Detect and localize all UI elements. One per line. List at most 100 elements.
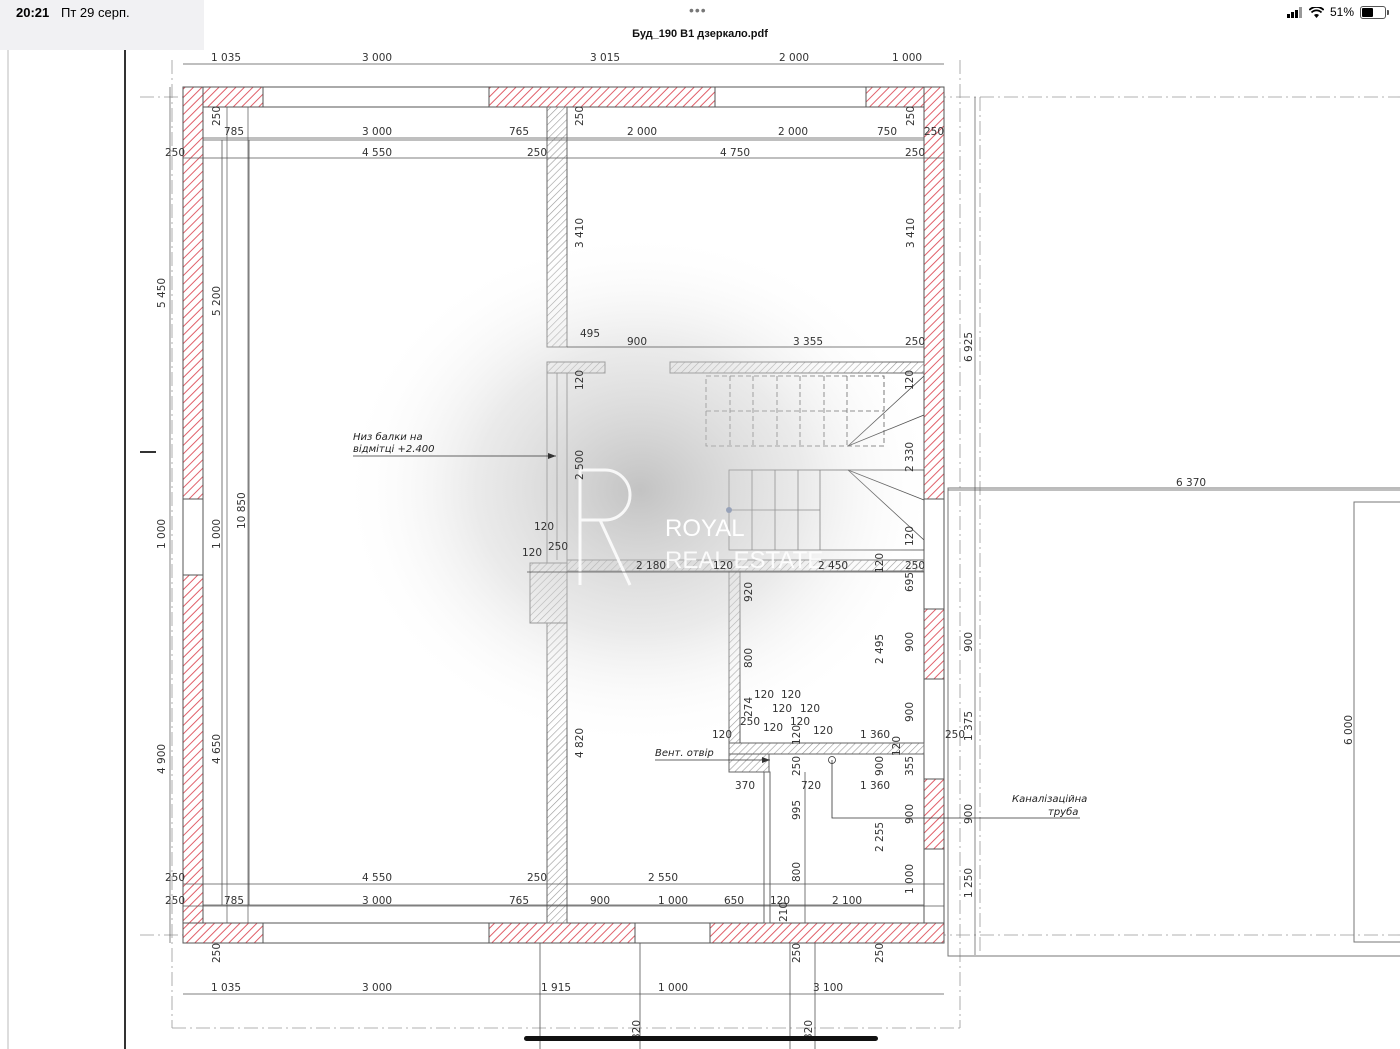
dims-bottom: 250 4 550 250 2 550 250 785 3 000 765 90… [165, 872, 886, 1040]
dim-text: 3 000 [362, 126, 392, 138]
dim-text: 4 550 [362, 872, 392, 884]
dim-text: 2 330 [904, 442, 916, 472]
sewer-pipe-marker [828, 756, 1080, 819]
dims-top: 1 035 3 000 3 015 2 000 1 000 250 785 3 … [165, 52, 944, 159]
dim-text: 120 [874, 553, 886, 573]
dim-text: 320 [631, 1020, 643, 1040]
dim-text: 900 [904, 702, 916, 722]
dim-text: 1 000 [658, 895, 688, 907]
floor-plan-drawing[interactable]: ROYAL REAL ESTATE 1 035 3 000 3 015 2 00… [0, 50, 1400, 1049]
document-title[interactable]: Буд_190 В1 дзеркало.pdf [632, 28, 768, 40]
dim-text: 250 [165, 895, 185, 907]
dim-text: 120 [781, 689, 801, 701]
dim-text: 765 [509, 895, 529, 907]
dim-text: 6 370 [1176, 477, 1206, 489]
dim-text: 250 [791, 943, 803, 963]
beam-note-line2: відмітці +2.400 [353, 443, 435, 455]
dim-text: 120 [534, 521, 554, 533]
dim-text: 3 410 [905, 218, 917, 248]
dim-text: 3 355 [793, 336, 823, 348]
dim-text: 3 000 [362, 982, 392, 994]
dim-text: 5 450 [156, 278, 168, 308]
home-indicator[interactable] [524, 1036, 878, 1041]
dims-left: 5 450 5 200 1 000 1 000 10 850 4 900 4 6… [156, 278, 248, 774]
dim-text: 4 650 [211, 734, 223, 764]
dim-text: 250 [874, 943, 886, 963]
dim-text: 2 495 [874, 634, 886, 664]
dim-text: 800 [791, 862, 803, 882]
dim-text: 2 000 [779, 52, 809, 64]
dim-text: 250 [165, 872, 185, 884]
dim-text: 900 [874, 756, 886, 776]
dim-text: 120 [891, 736, 903, 756]
dim-text: 2 255 [874, 822, 886, 852]
dim-text: 250 [905, 147, 925, 159]
dims-small-cluster: 120 120 274 120 120 250 120 120 120 120 … [712, 689, 833, 792]
dim-text: 1 035 [211, 52, 241, 64]
dim-text: 250 [527, 147, 547, 159]
dim-text: 2 000 [778, 126, 808, 138]
dim-text: 5 200 [211, 286, 223, 316]
dims-far-right: 6 370 6 000 [1176, 477, 1355, 745]
dim-text: 320 [803, 1020, 815, 1040]
dim-text: 900 [963, 632, 975, 652]
dim-text: 250 [211, 106, 223, 126]
annex-outline [947, 487, 1400, 957]
dim-text: 4 550 [362, 147, 392, 159]
dim-text: 1 360 [860, 729, 890, 741]
page-frame [7, 50, 156, 1049]
dim-text: 120 [772, 703, 792, 715]
battery-level-fill [1362, 7, 1373, 17]
dim-text: 120 [800, 703, 820, 715]
annotations: Низ балки на відмітці +2.400 Вент. отвір… [353, 431, 1087, 818]
dim-text: 2 000 [627, 126, 657, 138]
dim-text: 2 450 [818, 560, 848, 572]
dim-text: 785 [224, 895, 244, 907]
dim-text: 120 [574, 370, 586, 390]
dim-text: 765 [509, 126, 529, 138]
dim-text: 120 [904, 370, 916, 390]
dim-text: 274 [743, 697, 755, 717]
dim-text: 2 100 [832, 895, 862, 907]
status-left-area: 20:21 Пт 29 серп. [0, 0, 204, 50]
dim-text: 1 360 [860, 780, 890, 792]
dim-text: 800 [743, 648, 755, 668]
dim-text: 6 925 [963, 332, 975, 362]
dim-text: 3 015 [590, 52, 620, 64]
clock: 20:21 [16, 5, 50, 20]
watermark-glow [340, 230, 940, 750]
dim-text: 120 [522, 547, 542, 559]
beam-note-line1: Низ балки на [353, 431, 423, 443]
dim-text: 6 000 [1343, 715, 1355, 745]
battery-cap [1387, 9, 1389, 15]
dim-text: 900 [904, 632, 916, 652]
dim-text: 995 [791, 800, 803, 820]
watermark-line1: ROYAL [665, 515, 745, 542]
dim-text: 250 [945, 729, 965, 741]
dim-text: 1 000 [156, 519, 168, 549]
outer-walls [182, 86, 945, 944]
dim-text: 120 [904, 526, 916, 546]
dim-text: 1 915 [541, 982, 571, 994]
dim-text: 1 000 [211, 519, 223, 549]
dim-text: 120 [813, 725, 833, 737]
battery-icon [1360, 5, 1389, 19]
sewer-note-line1: Каналізаційна [1012, 793, 1087, 805]
dim-text: 10 850 [236, 492, 248, 529]
dim-text: 2 500 [574, 450, 586, 480]
dim-text: 1 000 [658, 982, 688, 994]
dim-text: 250 [791, 756, 803, 776]
more-dots-icon[interactable]: ••• [689, 2, 707, 18]
dim-text: 1 000 [904, 864, 916, 894]
dim-text: 120 [754, 689, 774, 701]
dim-text: 750 [877, 126, 897, 138]
dim-text: 250 [740, 716, 760, 728]
dim-text: 355 [904, 756, 916, 776]
dim-text: 120 [712, 729, 732, 741]
dim-text: 250 [924, 126, 944, 138]
date-label: Пт 29 серп. [61, 5, 130, 20]
dim-text: 120 [790, 716, 810, 728]
dim-text: 4 820 [574, 728, 586, 758]
dim-text: 120 [763, 722, 783, 734]
dim-text: 495 [580, 328, 600, 340]
